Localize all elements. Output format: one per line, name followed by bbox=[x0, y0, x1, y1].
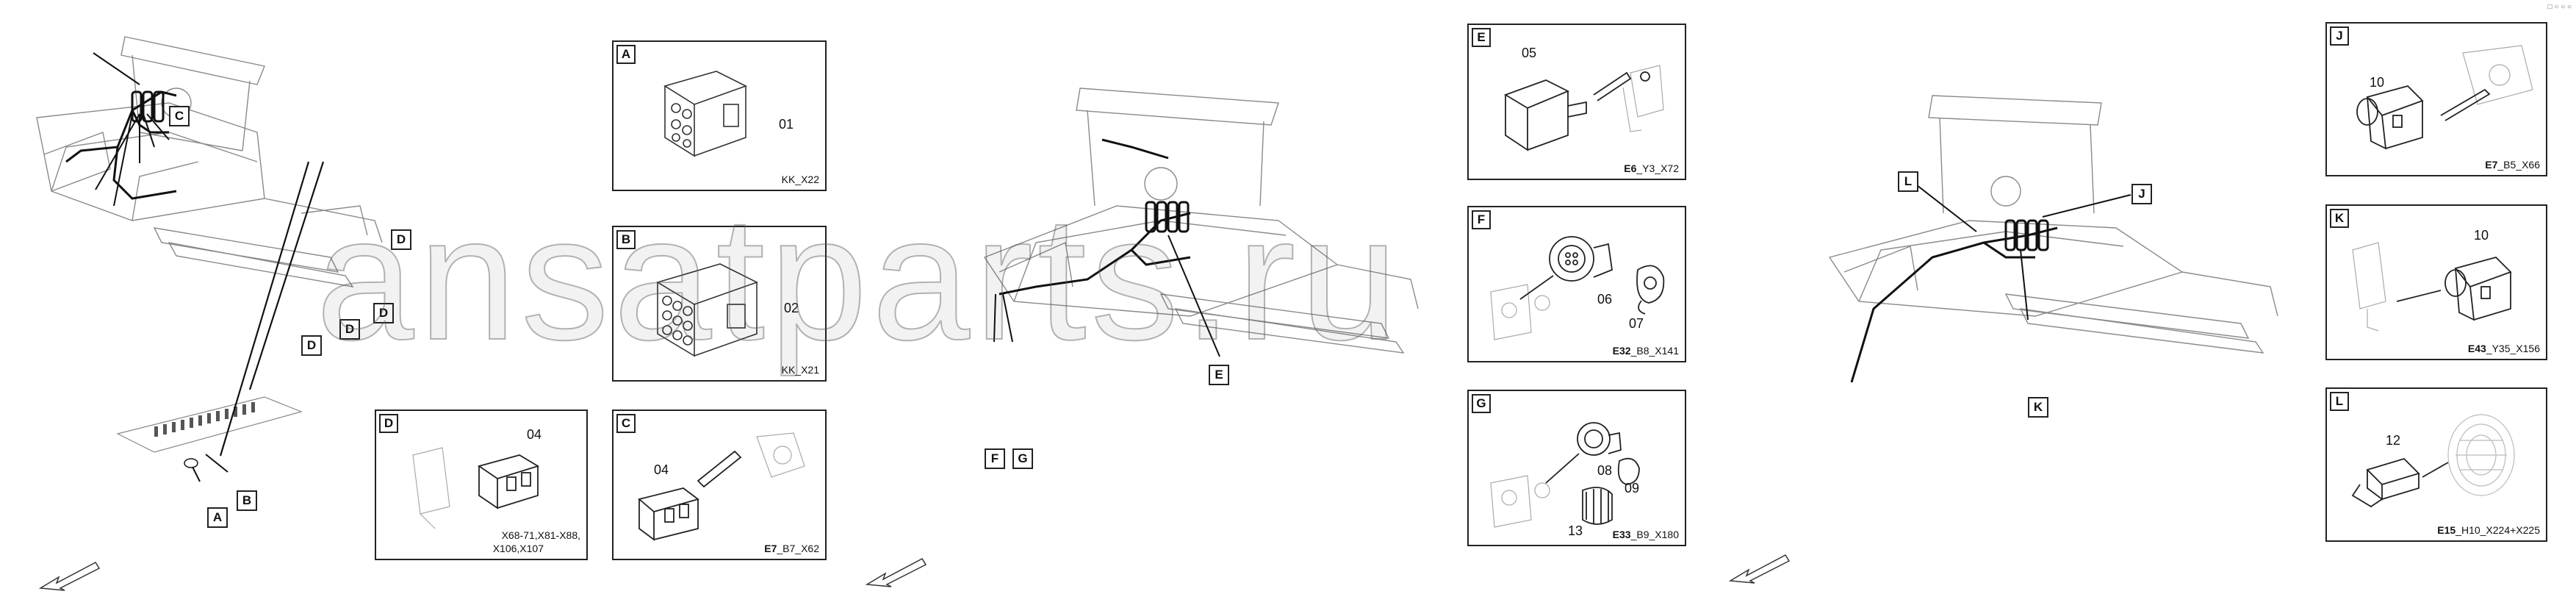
part-number: 02 bbox=[784, 301, 799, 315]
code-prefix: E7 bbox=[2485, 159, 2498, 171]
panel-l-label: L bbox=[2330, 392, 2349, 411]
part-number: 05 bbox=[1522, 46, 1537, 60]
callout-a: A bbox=[207, 507, 228, 528]
part-number: 10 bbox=[2474, 228, 2489, 243]
code-suffix: _Y3_X72 bbox=[1636, 162, 1679, 174]
connector-code: E32_B8_X141 bbox=[1613, 345, 1679, 357]
direction-arrow-3 bbox=[1728, 554, 1791, 584]
code-prefix: E15 bbox=[2437, 524, 2456, 536]
connector-icon bbox=[2356, 45, 2533, 150]
connector-code: E7_B5_X66 bbox=[2485, 159, 2540, 171]
panel-e-label: E bbox=[1472, 28, 1491, 47]
paver-view-3 bbox=[1828, 95, 2278, 383]
part-number: 13 bbox=[1568, 523, 1583, 538]
connector-code: X68-71,X81-X88, bbox=[501, 529, 580, 541]
connector-code: E43_Y35_X156 bbox=[2468, 343, 2540, 354]
connector-code: KK_X22 bbox=[781, 174, 819, 185]
part-number: 06 bbox=[1597, 292, 1613, 307]
connector-icon bbox=[638, 432, 805, 541]
panel-a-label: A bbox=[616, 45, 636, 64]
part-number: 04 bbox=[527, 427, 542, 442]
code-prefix: E32 bbox=[1612, 345, 1631, 357]
callout-d-4: D bbox=[391, 229, 411, 250]
panel-l: L 12 E15_H10_X224+X225 bbox=[2325, 387, 2547, 542]
code-suffix: _Y35_X156 bbox=[2486, 343, 2540, 354]
connector-code: E15_H10_X224+X225 bbox=[2437, 524, 2540, 536]
sensor-connector-icon bbox=[1490, 422, 1640, 528]
callout-l: L bbox=[1898, 171, 1918, 192]
callout-j: J bbox=[2131, 184, 2152, 204]
connector-icon bbox=[656, 263, 759, 357]
code-prefix: E6 bbox=[1624, 162, 1637, 174]
panel-g-label: G bbox=[1472, 394, 1491, 413]
code-suffix: _H10_X224+X225 bbox=[2456, 524, 2540, 536]
panel-b: B 02 KK_X21 bbox=[612, 226, 827, 382]
callout-g: G bbox=[1012, 448, 1033, 469]
callout-d-3: D bbox=[373, 303, 394, 323]
panel-d: D 04 X68-71,X81-X88, X106,X107 bbox=[375, 409, 588, 560]
leader-lines-1 bbox=[219, 161, 325, 457]
part-number: 08 bbox=[1597, 463, 1613, 478]
panel-c-label: C bbox=[616, 414, 636, 433]
part-number: 07 bbox=[1629, 316, 1644, 331]
panel-f: F 06 07 E32_B8_X141 bbox=[1467, 206, 1686, 362]
corner-marks: □ ○ ○ ○ bbox=[2547, 3, 2572, 11]
panel-k-label: K bbox=[2330, 209, 2349, 228]
panel-g: G 08 09 13 E33_B9_X180 bbox=[1467, 390, 1686, 546]
connector-code: E33_B9_X180 bbox=[1613, 529, 1679, 540]
connector-icon bbox=[412, 447, 540, 529]
callout-c: C bbox=[169, 106, 190, 126]
panel-e: E 05 E6_Y3_X72 bbox=[1467, 24, 1686, 180]
callout-f: F bbox=[985, 448, 1005, 469]
paver-view-2 bbox=[983, 87, 1419, 357]
connector-code: E7_B7_X62 bbox=[764, 543, 819, 554]
part-number: 01 bbox=[779, 117, 794, 132]
connector-icon bbox=[2352, 242, 2512, 332]
part-number: 09 bbox=[1625, 481, 1640, 496]
panel-d-label: D bbox=[379, 414, 398, 433]
connector-code: E6_Y3_X72 bbox=[1624, 162, 1679, 174]
panel-k: K 10 E43_Y35_X156 bbox=[2325, 204, 2547, 360]
code-suffix: _B7_X62 bbox=[777, 543, 819, 554]
panel-b-label: B bbox=[616, 230, 636, 249]
code-prefix: E7 bbox=[764, 543, 777, 554]
junction-strip-1 bbox=[116, 396, 303, 482]
paver-view-1 bbox=[36, 36, 383, 287]
connector-icon bbox=[663, 71, 748, 157]
lamp-connector-icon bbox=[2351, 414, 2515, 508]
connector-code-2: X106,X107 bbox=[492, 543, 544, 554]
solenoid-connector-icon bbox=[1503, 65, 1664, 151]
code-suffix: _B8_X141 bbox=[1630, 345, 1679, 357]
callout-b: B bbox=[237, 490, 257, 511]
panel-a: A 01 KK_X22 bbox=[612, 40, 827, 191]
callout-d-1: D bbox=[301, 335, 322, 356]
part-number: 10 bbox=[2370, 75, 2385, 90]
panel-j: J 10 E7_B5_X66 bbox=[2325, 22, 2547, 176]
callout-e: E bbox=[1209, 365, 1229, 385]
code-prefix: E33 bbox=[1612, 529, 1631, 540]
direction-arrow-2 bbox=[865, 558, 927, 587]
panel-j-label: J bbox=[2330, 26, 2349, 46]
code-suffix: _B5_X66 bbox=[2497, 159, 2540, 171]
code-prefix: E43 bbox=[2467, 343, 2486, 354]
connector-code: KK_X21 bbox=[781, 364, 819, 376]
callout-d-2: D bbox=[339, 319, 360, 340]
panel-c: C 04 E7_B7_X62 bbox=[612, 409, 827, 560]
direction-arrow-1 bbox=[38, 562, 101, 591]
callout-k: K bbox=[2028, 397, 2048, 418]
panel-f-label: F bbox=[1472, 210, 1491, 229]
code-suffix: _B9_X180 bbox=[1630, 529, 1679, 540]
part-number: 12 bbox=[2386, 433, 2401, 448]
part-number: 04 bbox=[654, 462, 669, 477]
sensor-connector-icon bbox=[1490, 236, 1665, 340]
